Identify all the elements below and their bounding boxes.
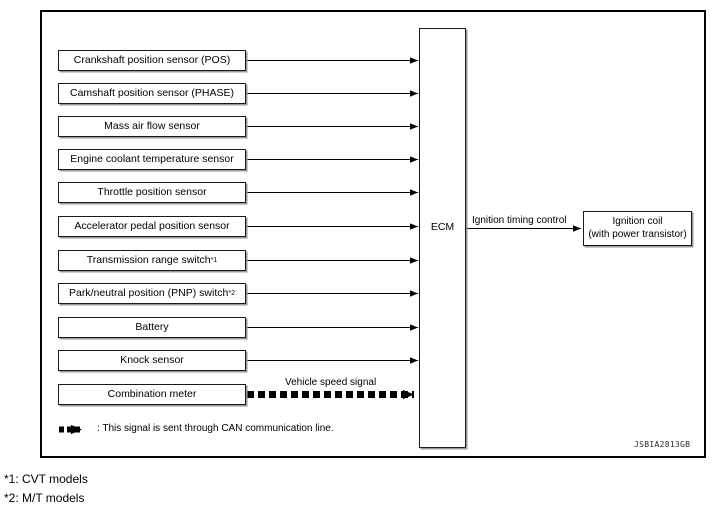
input-label: Knock sensor (120, 354, 184, 367)
input-box-accelerator-pedal-position-sensor[interactable]: Accelerator pedal position sensor (58, 216, 246, 237)
input-label: Combination meter (107, 388, 197, 401)
input-box-crankshaft-position-sensor[interactable]: Crankshaft position sensor (POS) (58, 50, 246, 71)
input-label: Accelerator pedal position sensor (74, 220, 230, 233)
input-label: Camshaft position sensor (PHASE) (70, 87, 234, 100)
input-label: Transmission range switch (86, 254, 211, 267)
input-box-transmission-range-switch[interactable]: Transmission range switch*1 (58, 250, 246, 271)
input-box-park-neutral-position-switch[interactable]: Park/neutral position (PNP) switch*2 (58, 283, 246, 304)
ecm-box[interactable] (419, 28, 466, 448)
input-label: Engine coolant temperature sensor (70, 153, 234, 166)
input-box-battery[interactable]: Battery (58, 317, 246, 338)
can-legend-text: : This signal is sent through CAN commun… (97, 423, 334, 434)
footnote-2: *2: M/T models (4, 490, 85, 505)
ecm-label: ECM (430, 221, 455, 233)
input-box-mass-air-flow-sensor[interactable]: Mass air flow sensor (58, 116, 246, 137)
input-label: Crankshaft position sensor (POS) (73, 54, 231, 67)
ignition-coil-box[interactable]: Ignition coil (with power transistor) (583, 211, 692, 246)
input-label: Throttle position sensor (97, 186, 207, 199)
input-box-combination-meter[interactable]: Combination meter (58, 384, 246, 405)
footnote-1: *1: CVT models (4, 472, 88, 486)
figure-code: JSBIA2813GB (634, 440, 691, 449)
input-box-camshaft-position-sensor[interactable]: Camshaft position sensor (PHASE) (58, 83, 246, 104)
vehicle-speed-signal-label: Vehicle speed signal (285, 377, 377, 388)
ignition-timing-control-label: Ignition timing control (472, 215, 567, 226)
can-legend: : This signal is sent through CAN commun… (58, 423, 334, 434)
input-label: Battery (135, 321, 169, 334)
input-label: Mass air flow sensor (104, 120, 200, 133)
footnotes: *1: CVT models *2: M/T models (4, 470, 88, 507)
input-box-throttle-position-sensor[interactable]: Throttle position sensor (58, 182, 246, 203)
ignition-coil-line2: (with power transistor) (588, 228, 687, 240)
input-box-knock-sensor[interactable]: Knock sensor (58, 350, 246, 371)
input-box-engine-coolant-temperature-sensor[interactable]: Engine coolant temperature sensor (58, 149, 246, 170)
ignition-coil-line1: Ignition coil (612, 216, 663, 227)
input-label: Park/neutral position (PNP) switch (69, 287, 229, 300)
